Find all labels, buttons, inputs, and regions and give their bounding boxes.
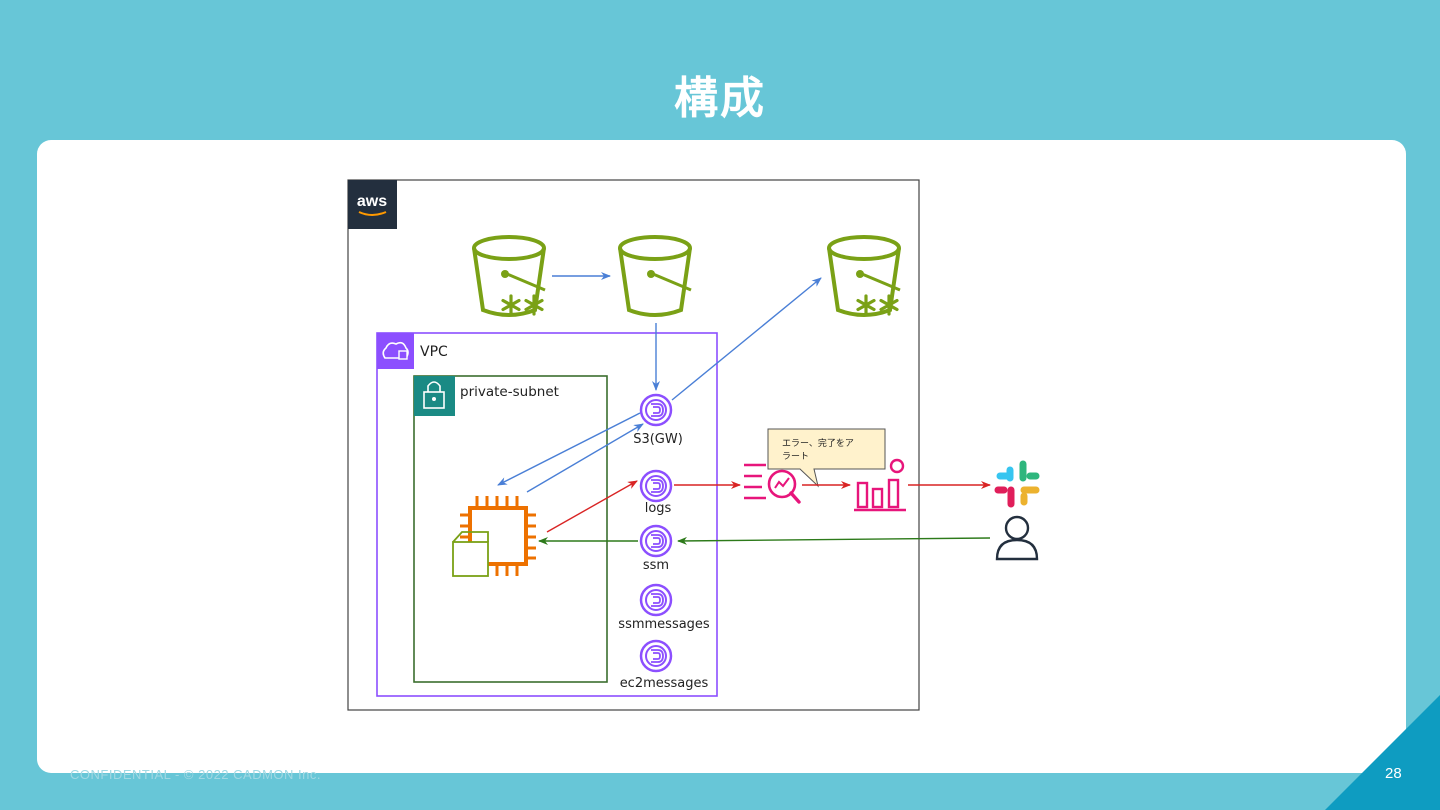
arrow-ec2-to-s3-endpoint (526, 423, 644, 493)
callout-line-2: ラート (782, 451, 809, 462)
arrow-s3-endpoint-to-glacier (671, 277, 822, 401)
aws-logo-box (348, 180, 397, 229)
vpc-boundary (376, 332, 718, 697)
user-icon (995, 515, 1039, 561)
aws-smile (358, 211, 387, 216)
corner-accent (1325, 695, 1440, 810)
slack-icon (994, 460, 1040, 508)
arrow-user-to-ssm (677, 536, 991, 545)
private-subnet-boundary (413, 375, 608, 683)
cloudwatch-logs-insights-icon (744, 463, 801, 504)
endpoint-label-logs: logs (645, 501, 672, 516)
cloudwatch-metrics-icon (854, 458, 906, 512)
endpoint-label-s3: S3(GW) (633, 432, 683, 447)
alert-callout: エラー、完了をア ラート (767, 428, 886, 488)
subnet-label: private-subnet (460, 384, 559, 400)
arrow-s3-endpoint-to-ec2 (497, 412, 641, 486)
ec2-instance-icon (452, 496, 536, 577)
endpoint-label-ssm: ssm (643, 558, 669, 573)
page-number: 28 (1385, 765, 1402, 782)
arrow-ec2-to-logs (546, 480, 638, 533)
aws-logo-text: aws (357, 193, 387, 210)
confidential-footer: CONFIDENTIAL - © 2022 CADMON Inc. (70, 767, 321, 782)
endpoint-label-ssmmessages: ssmmessages (618, 617, 710, 632)
callout-line-1: エラー、完了をア (782, 437, 854, 449)
endpoint-label-ec2messages: ec2messages (620, 676, 709, 691)
vpc-label: VPC (420, 344, 448, 360)
slide-title: 構成 (674, 73, 766, 124)
